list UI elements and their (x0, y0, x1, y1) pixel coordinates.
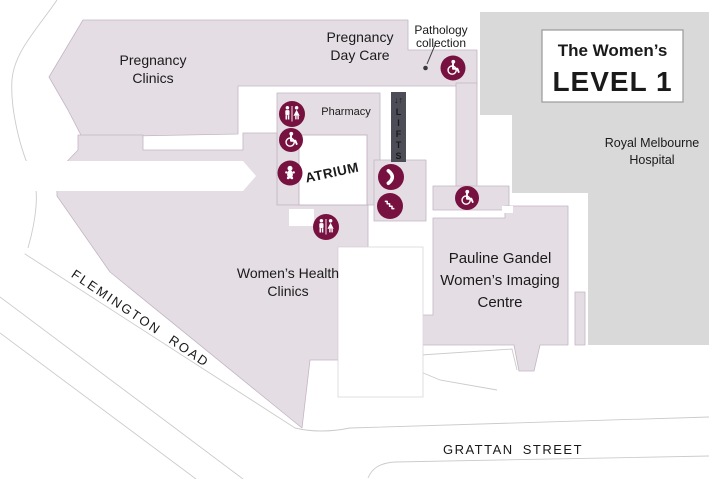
accessible-toilet-icon (455, 186, 479, 210)
stairs-icon (377, 193, 403, 219)
corridor-cutouts (0, 161, 513, 226)
flemington-road-upper-line (24, 253, 709, 432)
pregnancy-clinics-label: Clinics (132, 70, 173, 86)
imaging-centre-label: Pauline Gandel (449, 250, 552, 267)
lifts-letter: T (396, 140, 402, 150)
corridor-strip-vertical (455, 82, 478, 188)
flemington-road-lower-line (0, 296, 244, 479)
hospital-label: Royal Melbourne (605, 136, 700, 150)
telephone-icon (378, 164, 404, 190)
pathology-leader (423, 44, 436, 71)
lifts-letter: I (397, 118, 400, 128)
white-building-block (337, 246, 424, 398)
pregnancy-day-care-label: Day Care (330, 47, 389, 63)
lifts-letter: F (396, 129, 402, 139)
imaging-centre-label: Centre (477, 294, 522, 311)
building-sliver (574, 291, 586, 346)
grattan-street-label: GRATTAN STREET (443, 442, 583, 457)
flemington-road-lower-line-2 (0, 332, 197, 479)
title-box: The Women’s LEVEL 1 (541, 29, 684, 103)
womens-health-clinics-label: Women’s Health (237, 265, 339, 281)
pregnancy-clinics-label: Pregnancy (120, 52, 187, 68)
accessible-toilet-icon (279, 128, 303, 152)
womens-health-clinics-label: Clinics (267, 283, 308, 299)
road-curve-topleft (11, 0, 58, 249)
grattan-street-lower-line (367, 455, 709, 479)
corridor-notch (289, 209, 314, 226)
lifts-letter: L (396, 107, 402, 117)
pregnancy-day-care-label: Pregnancy (327, 29, 394, 45)
lifts-arrows-icon: ↓↑ (394, 95, 403, 105)
pharmacy-label: Pharmacy (321, 106, 371, 118)
imaging-centre-label: Women’s Imaging (440, 272, 560, 289)
building-shapes (48, 19, 586, 429)
map-title-line2: LEVEL 1 (552, 66, 672, 97)
baby-change-icon (277, 160, 303, 186)
title-box-frame (541, 29, 684, 103)
lifts-sign: ↓↑ L I F T S (391, 92, 406, 162)
toilets-icon (279, 101, 305, 127)
imaging-top-notch (502, 206, 513, 213)
map-title-line1: The Women’s (558, 41, 668, 60)
leader-line (426, 44, 436, 65)
lifts-sign-background (391, 92, 406, 162)
pathology-collection-label: collection (416, 36, 466, 50)
area-labels: Pregnancy Clinics Pregnancy Day Care Pat… (120, 23, 700, 311)
pregnancy-clinics-block (48, 19, 478, 138)
accessible-toilet-icon (440, 55, 466, 81)
atrium-box (298, 134, 368, 206)
hospital-label: Hospital (629, 153, 674, 167)
pathology-collection-label: Pathology (414, 23, 467, 37)
toilets-icon (313, 214, 339, 240)
lifts-letter: S (395, 151, 401, 161)
corridor-chevron (0, 161, 256, 191)
leader-dot (423, 65, 428, 71)
